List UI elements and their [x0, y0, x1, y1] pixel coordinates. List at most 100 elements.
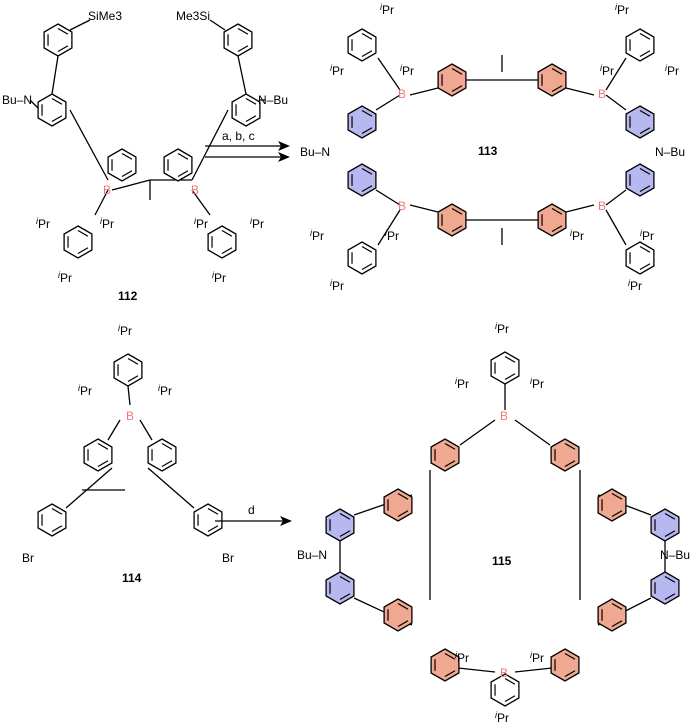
double-bond: [639, 50, 651, 58]
compound-113-label: 113: [478, 144, 498, 158]
double-bond: [451, 67, 463, 75]
double-bond: [77, 247, 89, 255]
arrowhead-d: [280, 516, 292, 526]
bond: [375, 189, 401, 206]
double-bond: [339, 575, 351, 583]
rings: [37, 23, 680, 707]
bond: [459, 419, 496, 446]
bond: [605, 94, 627, 111]
double-bond: [611, 602, 623, 610]
reagents-d: d: [248, 503, 255, 517]
compound-114-label: 114: [122, 571, 142, 585]
isopropyl-label: iPr: [310, 228, 324, 243]
bond: [565, 204, 595, 213]
compound-112-label: 112: [118, 289, 138, 303]
double-bond: [339, 530, 351, 538]
reaction-arrows: [205, 141, 292, 526]
double-bond: [361, 167, 373, 175]
double-bond: [97, 460, 109, 468]
double-bond: [51, 525, 63, 533]
double-bond: [397, 510, 409, 518]
double-bond: [361, 109, 373, 117]
double-bond: [639, 32, 651, 40]
double-bond: [451, 85, 463, 93]
bond: [107, 419, 121, 441]
boron-atom: B: [103, 183, 111, 197]
bu-n-label: Bu–N: [2, 93, 32, 107]
n-bu-label: N–Bu: [258, 93, 288, 107]
double-bond: [361, 263, 373, 271]
bond: [237, 55, 247, 95]
isopropyl-label: iPr: [495, 321, 509, 336]
isopropyl-label: iPr: [640, 228, 654, 243]
double-bond: [361, 185, 373, 193]
double-bond: [51, 115, 63, 123]
double-bond: [245, 97, 257, 105]
double-bond: [639, 109, 651, 117]
double-bond: [664, 512, 676, 520]
double-bond: [97, 442, 109, 450]
double-bond: [444, 442, 456, 450]
isopropyl-label: iPr: [628, 278, 642, 293]
bond: [29, 99, 39, 109]
isopropyl-label: iPr: [118, 323, 132, 338]
double-bond: [127, 375, 139, 383]
double-bond: [361, 127, 373, 135]
isopropyl-label: iPr: [380, 2, 394, 17]
double-bond: [639, 127, 651, 135]
double-bond: [551, 225, 563, 233]
bond: [605, 189, 627, 206]
bond: [457, 667, 496, 673]
double-bond: [177, 152, 189, 160]
double-bond: [564, 442, 576, 450]
isopropyl-label: iPr: [530, 376, 544, 391]
bond: [147, 467, 195, 509]
double-bond: [161, 460, 173, 468]
isopropyl-label: iPr: [330, 278, 344, 293]
bond: [514, 667, 553, 673]
boron-atom: B: [398, 87, 406, 101]
double-bond: [237, 45, 249, 53]
isopropyl-label: iPr: [330, 63, 344, 78]
isopropyl-label: iPr: [158, 383, 172, 398]
double-bond: [611, 492, 623, 500]
double-bond: [639, 263, 651, 271]
bond: [69, 19, 91, 31]
double-bond: [397, 492, 409, 500]
boron-atom: B: [500, 409, 508, 423]
double-bond: [639, 185, 651, 193]
double-bond: [504, 677, 516, 685]
double-bond: [444, 460, 456, 468]
n-bu-label: N–Bu: [660, 548, 690, 562]
double-bond: [121, 152, 133, 160]
bond: [51, 55, 59, 95]
double-bond: [51, 507, 63, 515]
double-bond: [121, 170, 133, 178]
double-bond: [639, 245, 651, 253]
double-bond: [207, 507, 219, 515]
double-bond: [444, 652, 456, 660]
boron-atom: B: [191, 183, 199, 197]
double-bond: [551, 85, 563, 93]
compound-115-label: 115: [492, 554, 512, 568]
double-bond: [361, 50, 373, 58]
bond: [514, 419, 551, 446]
isopropyl-label: iPr: [250, 216, 264, 231]
double-bond: [361, 245, 373, 253]
bond: [127, 385, 131, 406]
bond: [605, 209, 627, 246]
double-bond: [504, 695, 516, 703]
reagents-abc: a, b, c: [222, 129, 255, 143]
double-bond: [564, 460, 576, 468]
isopropyl-label: iPr: [455, 376, 469, 391]
bond: [605, 57, 627, 91]
double-bond: [57, 45, 69, 53]
isopropyl-label: iPr: [530, 650, 544, 665]
double-bond: [237, 27, 249, 35]
double-bond: [551, 67, 563, 75]
bond: [209, 19, 226, 31]
double-bond: [664, 593, 676, 601]
bu-n-label: Bu–N: [300, 145, 330, 159]
double-bond: [451, 225, 463, 233]
